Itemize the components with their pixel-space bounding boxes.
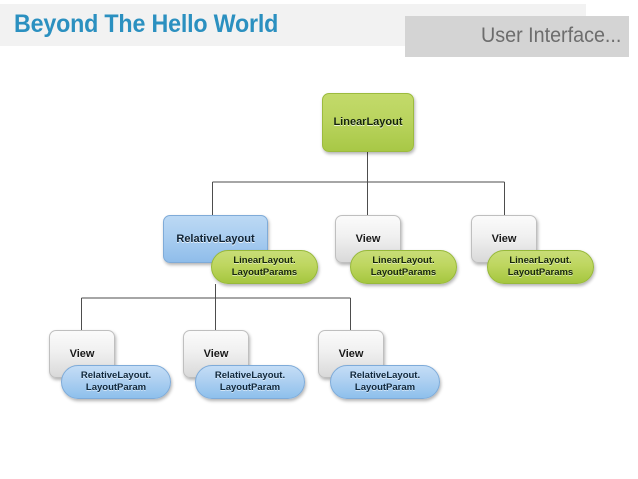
- node-label: View: [355, 232, 381, 245]
- pill-line-1: RelativeLayout.: [80, 370, 152, 382]
- pill-relativelayout-layoutparam-view-e[interactable]: RelativeLayout.LayoutParam: [330, 365, 440, 399]
- pill-line-2: LayoutParam: [354, 382, 416, 393]
- pill-text: LinearLayout.LayoutParams: [508, 255, 573, 278]
- node-label: RelativeLayout: [176, 232, 255, 245]
- pill-line-2: LayoutParams: [370, 267, 437, 278]
- pill-line-1: RelativeLayout.: [349, 370, 421, 382]
- pill-line-1: LinearLayout.: [233, 255, 296, 267]
- pill-line-1: LinearLayout.: [509, 255, 572, 267]
- pill-text: RelativeLayout.LayoutParam: [81, 370, 151, 393]
- pill-linearlayout-layoutparams-view-b[interactable]: LinearLayout.LayoutParams: [487, 250, 594, 284]
- pill-line-2: LayoutParams: [231, 267, 298, 278]
- pill-line-2: LayoutParam: [219, 382, 281, 393]
- pill-linearlayout-layoutparams-view-a[interactable]: LinearLayout.LayoutParams: [350, 250, 457, 284]
- node-label: View: [203, 347, 229, 360]
- pill-text: RelativeLayout.LayoutParam: [215, 370, 285, 393]
- pill-text: LinearLayout.LayoutParams: [371, 255, 436, 278]
- node-label: View: [69, 347, 95, 360]
- pill-relativelayout-layoutparam-view-c[interactable]: RelativeLayout.LayoutParam: [61, 365, 171, 399]
- pill-linearlayout-layoutparams-rel[interactable]: LinearLayout.LayoutParams: [211, 250, 318, 284]
- node-label: View: [338, 347, 364, 360]
- pill-text: LinearLayout.LayoutParams: [232, 255, 297, 278]
- section-band: User Interface...: [405, 16, 629, 57]
- page-title: Beyond The Hello World: [14, 10, 279, 38]
- pill-line-2: LayoutParam: [85, 382, 147, 393]
- pill-line-2: LayoutParams: [507, 267, 574, 278]
- pill-relativelayout-layoutparam-view-d[interactable]: RelativeLayout.LayoutParam: [195, 365, 305, 399]
- pill-text: RelativeLayout.LayoutParam: [350, 370, 420, 393]
- node-label: LinearLayout: [333, 116, 403, 128]
- pill-line-1: RelativeLayout.: [214, 370, 286, 382]
- node-label: View: [491, 232, 517, 245]
- node-linearlayout-root[interactable]: LinearLayout: [322, 93, 414, 152]
- pill-line-1: LinearLayout.: [372, 255, 435, 267]
- section-label: User Interface...: [480, 24, 621, 47]
- view-hierarchy-diagram: LinearLayout RelativeLayout View View Li…: [0, 60, 638, 479]
